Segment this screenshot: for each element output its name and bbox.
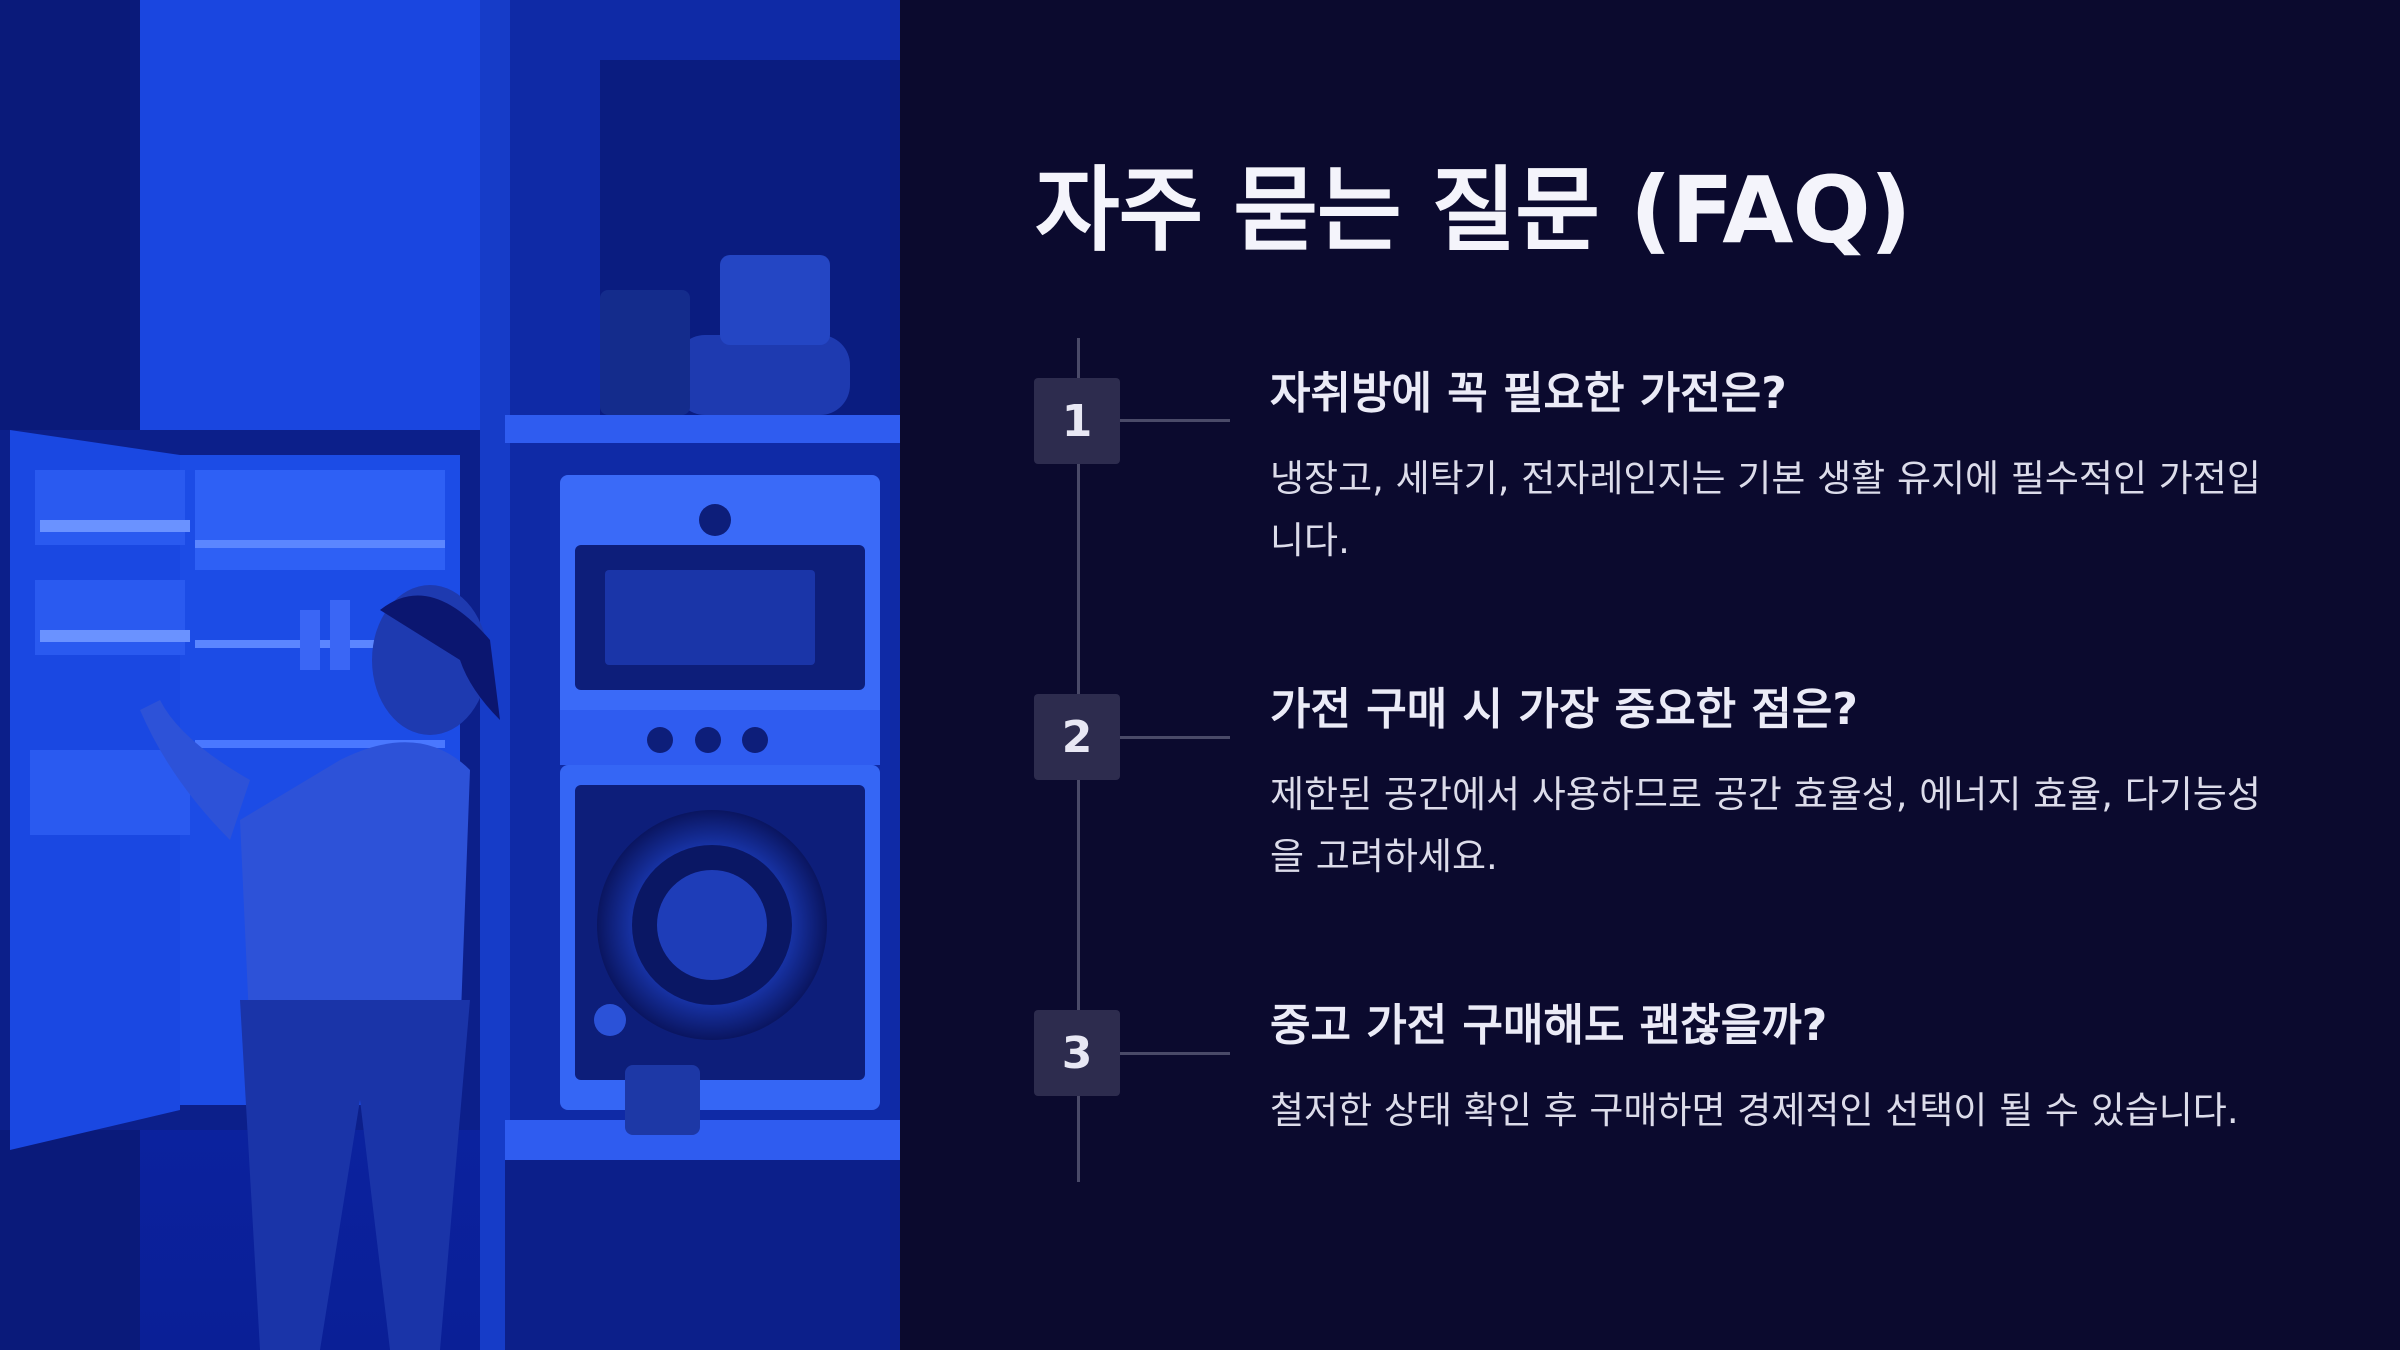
faq-question: 자취방에 꼭 필요한 가전은? <box>1270 368 1787 419</box>
timeline-connector <box>1120 419 1230 422</box>
faq-number-badge: 3 <box>1034 1010 1120 1096</box>
faq-answer: 철저한 상태 확인 후 구매하면 경제적인 선택이 될 수 있습니다. <box>1270 1089 2239 1132</box>
faq-number-badge: 2 <box>1034 694 1120 780</box>
faq-answer: 제한된 공간에서 사용하므로 공간 효율성, 에너지 효율, 다기능성을 고려하… <box>1270 773 2261 878</box>
timeline-connector <box>1120 1052 1230 1055</box>
kitchen-illustration <box>0 0 900 1350</box>
faq-question: 중고 가전 구매해도 괜찮을까? <box>1270 1000 1828 1051</box>
faq-number-badge: 1 <box>1034 378 1120 464</box>
faq-question: 가전 구매 시 가장 중요한 점은? <box>1270 684 1858 735</box>
page-title: 자주 묻는 질문 (FAQ) <box>1035 157 1912 264</box>
kitchen-photo <box>0 0 900 1350</box>
faq-answer: 냉장고, 세탁기, 전자레인지는 기본 생활 유지에 필수적인 가전입니다. <box>1270 457 2261 562</box>
timeline-connector <box>1120 736 1230 739</box>
